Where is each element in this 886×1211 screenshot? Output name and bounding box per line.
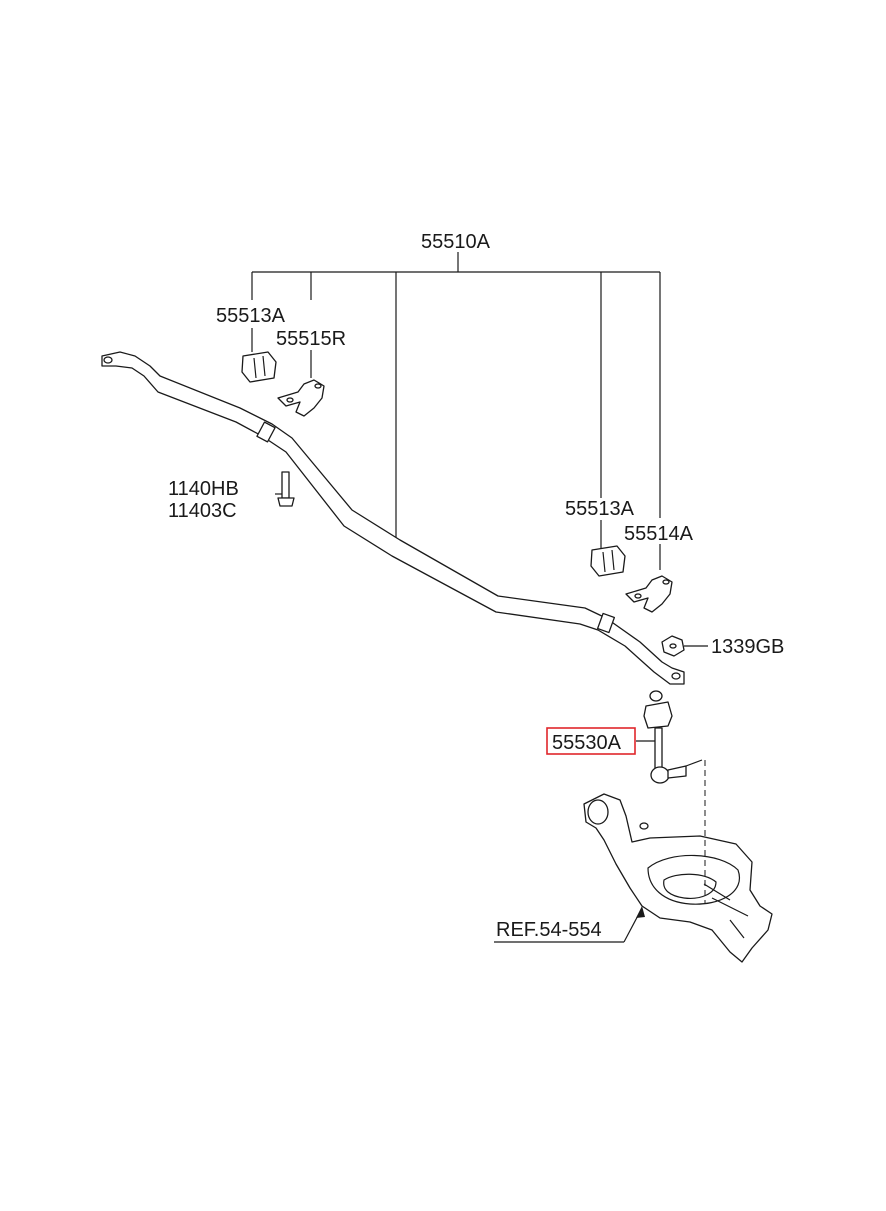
label-1140HB: 1140HB [168,478,239,500]
label-55530A[interactable]: 55530A [552,732,622,754]
bushing-right [590,545,626,577]
stabilizer-bar [101,351,685,685]
highlight-box [546,727,636,755]
label-55510A: 55510A [421,231,491,253]
label-reference: REF.54-554 [496,919,602,941]
leader-lines-55510A [251,252,661,570]
stabilizer-link [636,690,687,784]
lower-arm [583,759,773,963]
nut [661,635,708,657]
label-1339GB: 1339GB [711,636,784,658]
bushing-left [241,351,277,383]
bracket-left [277,379,325,417]
label-55515R: 55515R [276,328,346,350]
label-55513A-left: 55513A [216,305,286,327]
label-55513A-right: 55513A [565,498,635,520]
bolt [275,471,295,507]
bracket-right [625,575,673,613]
label-11403C: 11403C [168,500,237,522]
reference-leader [494,906,645,943]
label-55514A: 55514A [624,523,694,545]
